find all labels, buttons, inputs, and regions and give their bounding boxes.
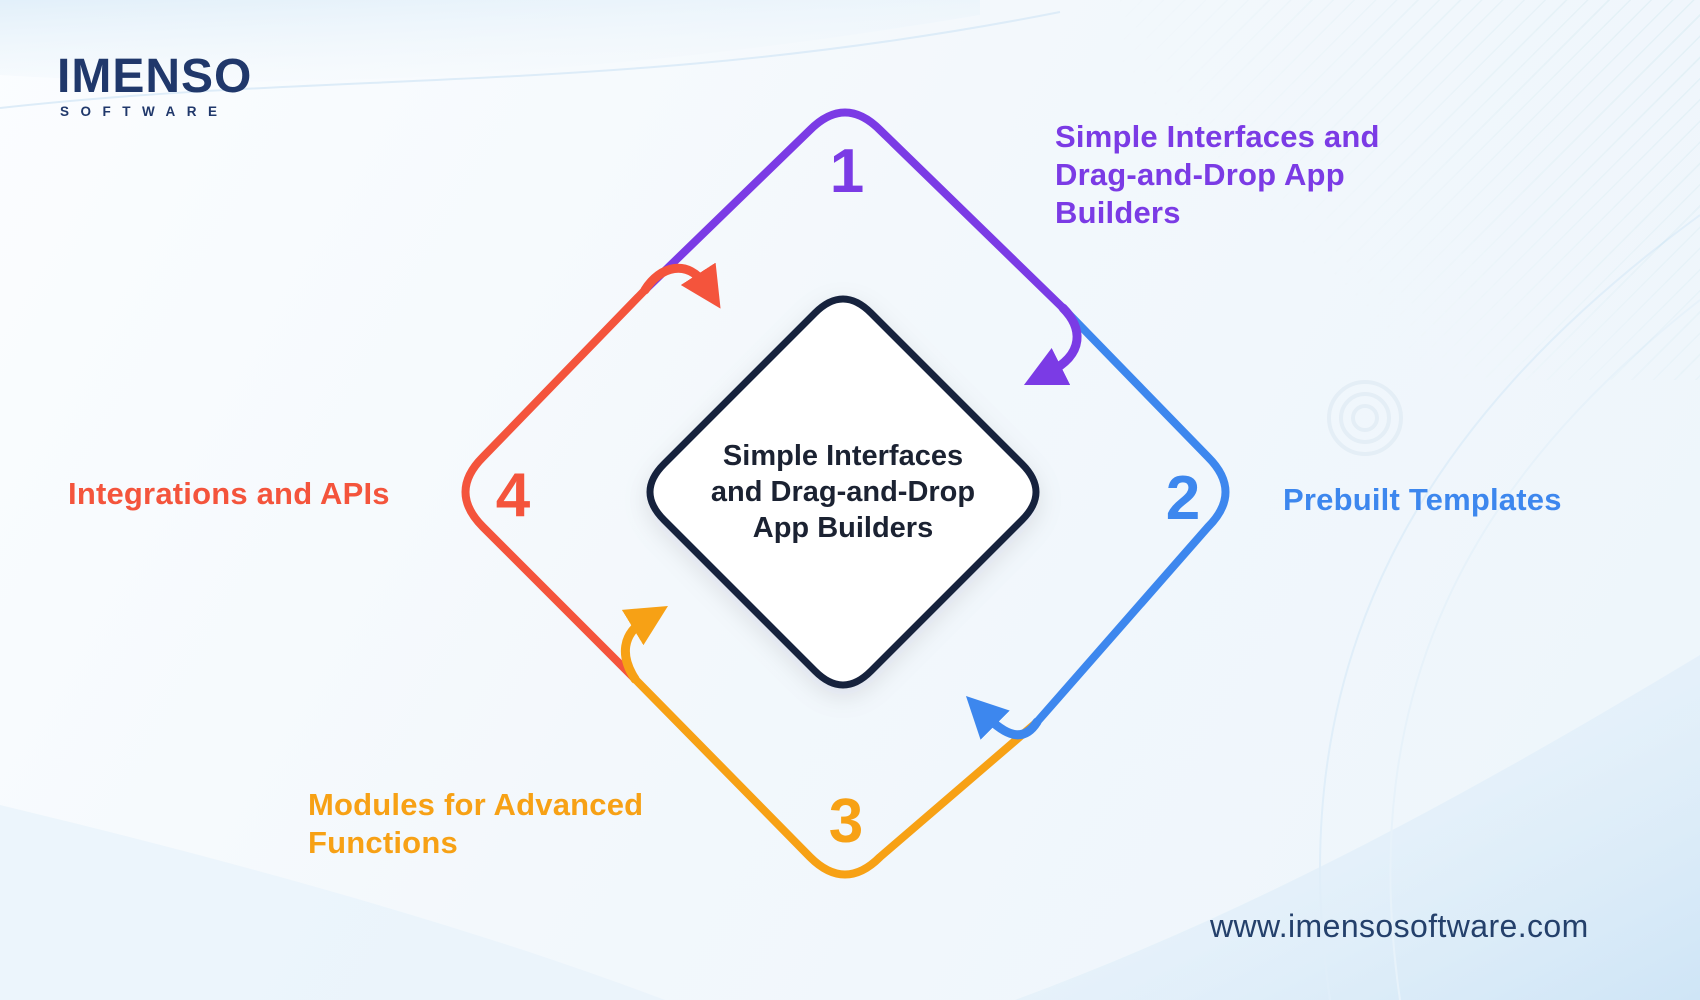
step-4-number: 4 [495, 461, 531, 530]
center-diamond-label: Simple Interfaces and Drag-and-Drop App … [673, 438, 1013, 546]
edge-orange-bottom [631, 675, 1041, 879]
wave-bottom-left [0, 805, 665, 1000]
diagonal-hatch-decoration [1120, 0, 1700, 380]
step-4-label-line-1: Integrations and APIs [68, 476, 390, 511]
step-2-label-line-1: Prebuilt Templates [1283, 482, 1562, 517]
fingerprint-watermark [1327, 380, 1403, 456]
edge-purple-top [641, 108, 1067, 312]
logo-subtitle: SOFTWARE [60, 104, 229, 119]
flow-arrow-purple [1023, 303, 1082, 386]
step-3-label: Modules for Advanced Functions [308, 786, 643, 862]
step-3-label-line-1: Modules for Advanced [308, 787, 644, 822]
flow-arrow-blue [965, 695, 1042, 740]
imenso-logo: IMENSO SOFTWARE [57, 50, 253, 120]
website-url: www.imensosoftware.com [1210, 908, 1589, 944]
center-label-line-2: and Drag-and-Drop [710, 476, 976, 508]
step-1-number: 1 [829, 137, 865, 206]
step-3-number: 3 [828, 787, 864, 856]
inner-diamond [646, 295, 1040, 689]
step-1-label-line-1: Simple Interfaces and [1055, 119, 1380, 154]
wave-line-top [0, 11, 1061, 109]
step-1-label-line-2: Drag-and-Drop App [1055, 157, 1345, 192]
step-3-label-line-2: Functions [308, 825, 458, 860]
wave-top-left [0, 0, 980, 82]
swoosh-right-2 [1389, 299, 1700, 1000]
step-4-label: Integrations and APIs [68, 475, 390, 513]
edge-blue-right [1033, 304, 1230, 726]
swoosh-right-1 [1319, 214, 1700, 1000]
step-2-number: 2 [1165, 464, 1201, 533]
flow-arrow-orange [620, 605, 668, 684]
step-2-label: Prebuilt Templates [1283, 481, 1562, 519]
step-1-label-line-3: Builders [1055, 195, 1181, 230]
flow-arrow-red [640, 262, 721, 309]
wedge-bottom-right [1015, 655, 1700, 1000]
center-label-line-1: Simple Interfaces [722, 440, 964, 472]
logo-wordmark: IMENSO [57, 50, 253, 103]
center-label-line-3: App Builders [752, 512, 934, 544]
step-1-label: Simple Interfaces and Drag-and-Drop App … [1055, 118, 1380, 232]
edge-red-left [461, 286, 649, 683]
